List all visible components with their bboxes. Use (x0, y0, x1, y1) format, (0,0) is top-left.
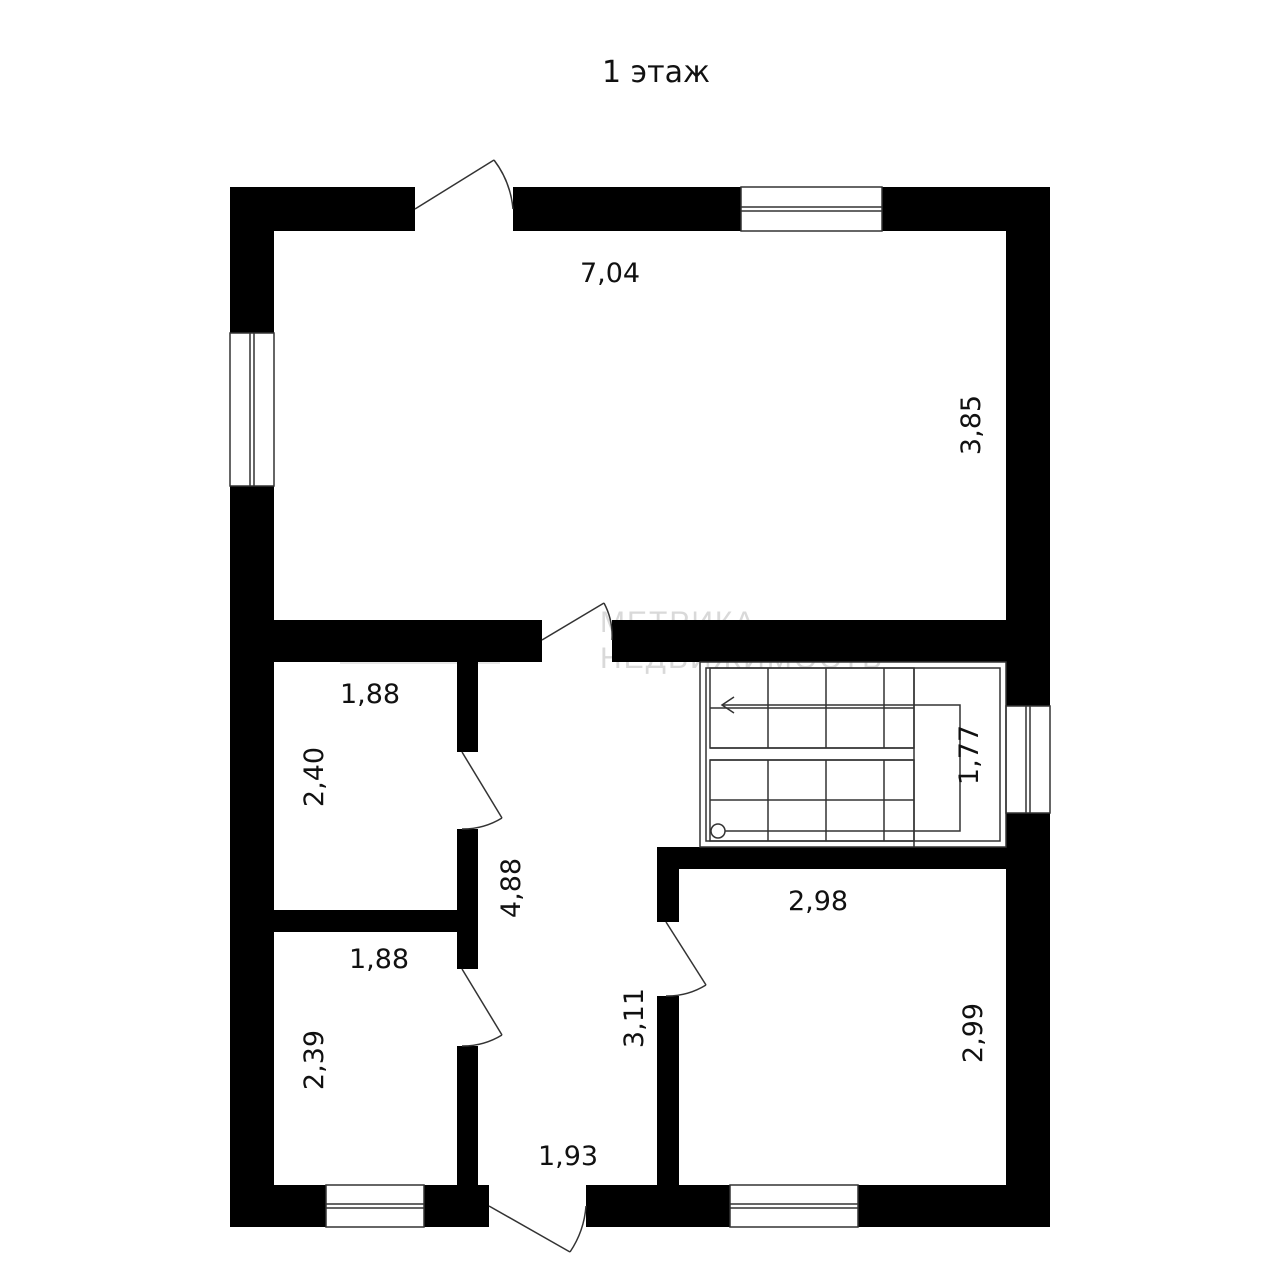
dim-lower-left-depth: 2,39 (299, 1030, 330, 1090)
door-entrance-top (414, 159, 514, 210)
wall-bottom-b (424, 1185, 489, 1227)
door-living-room (541, 602, 613, 641)
wall-partition-lower (457, 1046, 478, 1227)
floor-title: 1 этаж (602, 55, 710, 90)
dim-corridor-width: 1,93 (538, 1141, 598, 1172)
dim-lower-left-width: 1,88 (349, 944, 409, 975)
doors (414, 159, 707, 1253)
dim-upper-left-width: 1,88 (340, 679, 400, 710)
staircase-outline (699, 661, 1007, 848)
window-bottom-right (729, 1184, 859, 1228)
wall-left-upper (230, 187, 274, 333)
staircase (699, 661, 1007, 848)
wall-top-mid (513, 187, 741, 231)
door-room-lower-right (665, 921, 707, 997)
door-entrance-bottom (488, 1205, 587, 1253)
wall-right-lower (1006, 813, 1050, 1227)
dim-corridor-length: 4,88 (496, 858, 527, 918)
window-top (740, 186, 883, 232)
stair-start-marker (710, 823, 726, 839)
dim-lower-right-width: 2,98 (788, 886, 848, 917)
walls (230, 187, 1050, 1227)
window-bottom-left (325, 1184, 425, 1228)
windows (229, 186, 1051, 1228)
window-left (229, 332, 275, 487)
wall-left-rooms-divider (230, 910, 478, 932)
stair-direction-arrow (722, 704, 961, 832)
wall-bottom-d (858, 1185, 1050, 1227)
dim-living-width: 7,04 (580, 258, 640, 289)
wall-mid-left (230, 620, 542, 662)
window-right (1005, 705, 1051, 814)
wall-right-room-top (657, 847, 1050, 869)
wall-partition-mid (457, 829, 478, 969)
wall-right-room-left-upper (657, 847, 679, 922)
wall-right-room-left-lower (657, 996, 679, 1227)
dim-lower-right-depth: 2,99 (958, 1003, 989, 1063)
dim-upper-left-depth: 2,40 (299, 747, 330, 807)
dim-corridor-side: 3,11 (619, 988, 650, 1048)
dim-staircase-width: 1,77 (954, 725, 985, 785)
door-room-lower-left (461, 968, 503, 1047)
wall-right-upper (1006, 187, 1050, 706)
wall-mid-right (612, 620, 1050, 662)
dim-living-depth: 3,85 (956, 395, 987, 455)
wall-partition-upper (457, 620, 478, 752)
wall-bottom-a (230, 1185, 326, 1227)
door-room-upper-left (461, 751, 503, 830)
wall-left-lower (230, 486, 274, 1227)
dimensions: 7,04 3,85 1,88 2,40 1,88 2,39 4,88 3,11 … (299, 258, 989, 1172)
